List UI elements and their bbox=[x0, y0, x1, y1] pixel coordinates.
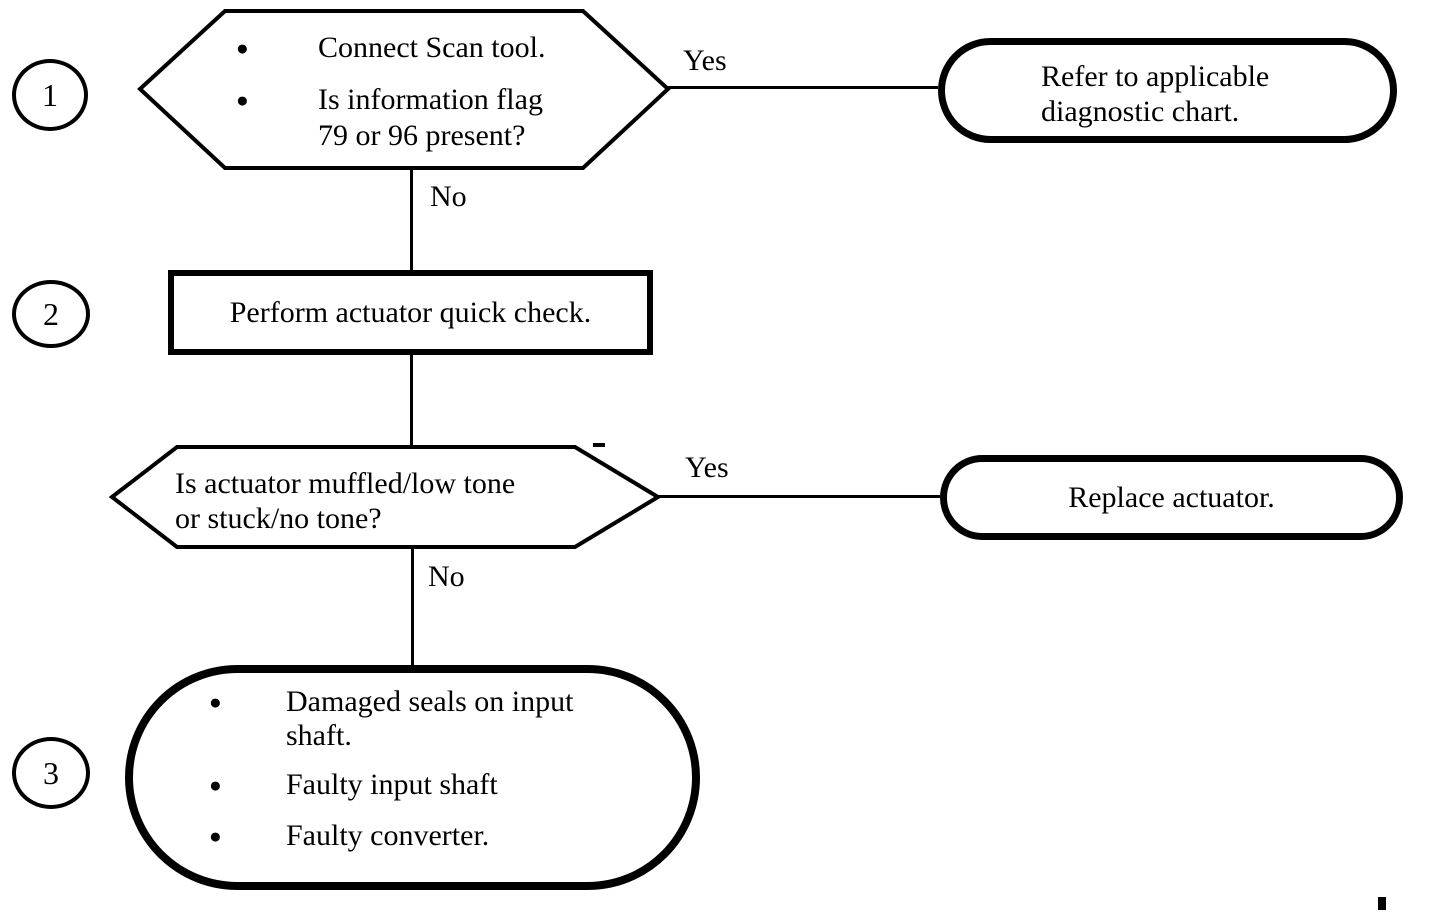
bullet-icon bbox=[228, 82, 318, 118]
causes-item-2-text: Faulty input shaft bbox=[286, 768, 498, 801]
decision2-text: Is actuator muffled/low tone or stuck/no… bbox=[175, 466, 516, 535]
step-number-2: 2 bbox=[43, 295, 59, 332]
causes-item-3-text: Faulty converter. bbox=[286, 819, 490, 852]
process-node-quick-check: Perform actuator quick check. bbox=[168, 270, 653, 355]
decision1-bullet-item-1: Connect Scan tool. bbox=[228, 30, 618, 66]
causes-bullet-item-2: Faulty input shaft bbox=[203, 768, 573, 802]
scan-artifact-speck bbox=[1378, 897, 1386, 910]
yes-label-2: Yes bbox=[685, 451, 729, 484]
step-number-1: 1 bbox=[42, 76, 58, 113]
scan-artifact-dash bbox=[593, 443, 605, 447]
bullet-icon bbox=[203, 768, 286, 802]
decision-node-actuator-tone: Is actuator muffled/low tone or stuck/no… bbox=[108, 445, 662, 549]
bullet-icon bbox=[228, 30, 318, 66]
causes-item-1-text: Damaged seals on input shaft. bbox=[286, 685, 574, 752]
step-circle-3: 3 bbox=[12, 737, 90, 809]
decision1-item-1-text: Connect Scan tool. bbox=[318, 31, 546, 64]
bullet-icon bbox=[203, 819, 286, 853]
terminal1-text: Refer to applicable diagnostic chart. bbox=[1041, 59, 1270, 128]
causes-bullet-item-3: Faulty converter. bbox=[203, 819, 573, 853]
causes-bullet-item-1: Damaged seals on input shaft. bbox=[203, 685, 573, 753]
connector-no-1 bbox=[410, 170, 413, 270]
terminal-node-refer-chart: Refer to applicable diagnostic chart. bbox=[938, 38, 1397, 143]
connector-process-to-decision2 bbox=[410, 355, 413, 445]
bullet-icon bbox=[203, 685, 286, 719]
terminal2-text: Replace actuator. bbox=[1068, 481, 1275, 514]
no-label-1: No bbox=[430, 180, 467, 213]
no-label-2: No bbox=[428, 560, 465, 593]
connector-no-2 bbox=[411, 549, 414, 665]
step-circle-2: 2 bbox=[12, 280, 90, 348]
step-number-3: 3 bbox=[43, 754, 59, 791]
decision-node-scan-tool: Connect Scan tool. Is information flag 7… bbox=[137, 9, 671, 170]
terminal-node-replace-actuator: Replace actuator. bbox=[940, 455, 1403, 540]
decision1-item-2-text: Is information flag 79 or 96 present? bbox=[318, 83, 543, 152]
decision1-bullet-item-2: Is information flag 79 or 96 present? bbox=[228, 82, 618, 154]
yes-label-1: Yes bbox=[683, 44, 727, 77]
process-text: Perform actuator quick check. bbox=[229, 295, 592, 329]
connector-yes-1 bbox=[668, 86, 938, 89]
connector-yes-2 bbox=[658, 495, 940, 498]
terminal-node-causes: Damaged seals on input shaft. Faulty inp… bbox=[125, 665, 700, 890]
step-circle-1: 1 bbox=[12, 59, 88, 131]
